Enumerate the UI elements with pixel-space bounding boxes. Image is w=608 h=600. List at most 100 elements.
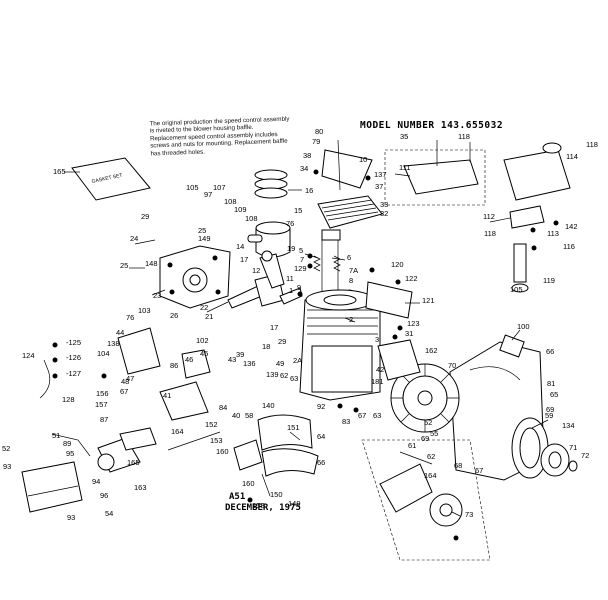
part-number-label: 59	[545, 411, 553, 420]
speed-control	[233, 439, 271, 497]
part-number-label: 102	[196, 336, 209, 345]
part-number-label: 58	[245, 411, 253, 420]
part-number-label: 32	[380, 209, 388, 218]
part-number-label: 71	[569, 443, 577, 452]
leader-lines	[129, 173, 549, 517]
part-number-label: 21	[205, 312, 213, 321]
revision-date: A51 DECEMBER, 1975	[225, 492, 301, 514]
air-filter-cover	[117, 327, 211, 421]
part-number-label: -125	[66, 338, 81, 347]
part-number-label: 61	[408, 441, 416, 450]
part-number-label: 23	[153, 291, 161, 300]
part-number-label: 163	[134, 483, 147, 492]
part-number-label: 108	[245, 214, 258, 223]
part-number-label: 93	[3, 462, 11, 471]
part-number-label: 136	[243, 359, 256, 368]
part-number-label: 139	[266, 370, 279, 379]
ignition-module	[377, 339, 421, 381]
part-number-label: 65	[550, 390, 558, 399]
linkages	[39, 359, 221, 457]
part-number-label: 100	[517, 322, 530, 331]
part-number-label: 148	[145, 259, 158, 268]
part-number-label: 31	[405, 329, 413, 338]
piston	[247, 221, 291, 258]
part-number-label: 113	[547, 229, 559, 238]
cylinder-block	[299, 289, 381, 401]
part-number-label: 138	[107, 339, 120, 348]
model-number: MODEL NUMBER 143.655032	[360, 120, 504, 131]
part-number-label: 140	[262, 401, 275, 410]
part-number-label: 6	[347, 253, 351, 262]
part-number-label: 2A	[293, 356, 302, 365]
part-number-label: -127	[66, 369, 81, 378]
part-number-label: 5	[299, 246, 303, 255]
part-number-label: 111	[399, 163, 410, 172]
part-number-label: 103	[138, 306, 151, 315]
part-number-label: 165	[53, 167, 66, 176]
part-number-label: 17	[270, 323, 278, 332]
part-number-label: 45	[200, 349, 208, 358]
piston-rings	[254, 169, 302, 199]
part-number-label: 24	[130, 234, 138, 243]
part-number-label: 15	[294, 206, 302, 215]
part-number-label: 52	[2, 444, 10, 453]
part-number-label: 114	[566, 152, 578, 161]
part-number-label: 18	[262, 342, 270, 351]
part-number-label: 158	[252, 501, 265, 510]
part-number-label: 70	[448, 361, 456, 370]
part-number-label: 150	[270, 490, 283, 499]
part-number-label: 40	[232, 411, 240, 420]
part-number-label: 124	[22, 351, 35, 360]
part-number-label: 153	[210, 436, 223, 445]
part-number-label: 123	[407, 319, 420, 328]
part-number-label: 62	[280, 371, 288, 380]
crankcase-cover	[159, 245, 231, 309]
part-number-label: 25	[120, 261, 128, 270]
part-number-label: 118	[458, 132, 470, 141]
part-number-label: 35	[400, 132, 408, 141]
part-number-label: 137	[374, 170, 387, 179]
part-number-label: 63	[373, 411, 381, 420]
part-number-label: 16	[305, 186, 313, 195]
small-hardware	[52, 169, 559, 541]
part-number-label: 49	[276, 359, 284, 368]
part-number-label: 66	[546, 347, 554, 356]
fuel-tank	[21, 461, 83, 513]
cylinder-baffle	[257, 414, 319, 477]
part-number-label: 2	[349, 315, 353, 324]
part-number-label: 118	[484, 229, 496, 238]
part-number-label: 51	[52, 431, 60, 440]
part-number-label: 67	[475, 466, 483, 475]
part-number-label: 17	[240, 255, 248, 264]
part-number-label: 76	[286, 219, 294, 228]
part-number-label: 160	[242, 479, 255, 488]
part-number-label: 129	[294, 264, 307, 273]
part-number-label: 116	[563, 242, 575, 251]
part-number-label: 25	[198, 226, 206, 235]
part-number-label: 128	[62, 395, 75, 404]
part-number-label: 118	[586, 140, 598, 149]
production-note: The original production the speed contro…	[149, 115, 290, 158]
part-number-label: 62	[427, 452, 435, 461]
part-number-label: 22	[200, 303, 208, 312]
part-number-label: 12	[252, 266, 260, 275]
part-number-label: 47	[126, 374, 134, 383]
part-number-label: 80	[315, 127, 323, 136]
muffler	[503, 142, 571, 293]
part-number-label: 142	[565, 222, 578, 231]
part-number-label: 8	[349, 276, 353, 285]
part-number-label: 10	[359, 155, 367, 164]
part-number-label: 29	[141, 212, 149, 221]
control-bracket	[321, 139, 373, 191]
connecting-rod	[259, 250, 285, 289]
part-number-label: 48	[121, 377, 129, 386]
part-number-label: 54	[105, 509, 113, 518]
part-number-label: 96	[100, 491, 108, 500]
part-number-label: 149	[198, 234, 211, 243]
part-number-label: 94	[92, 477, 100, 486]
part-number-label: 83	[342, 417, 350, 426]
part-number-label: 108	[224, 197, 237, 206]
part-number-label: 55	[430, 429, 438, 438]
part-number-label: 14	[236, 242, 244, 251]
